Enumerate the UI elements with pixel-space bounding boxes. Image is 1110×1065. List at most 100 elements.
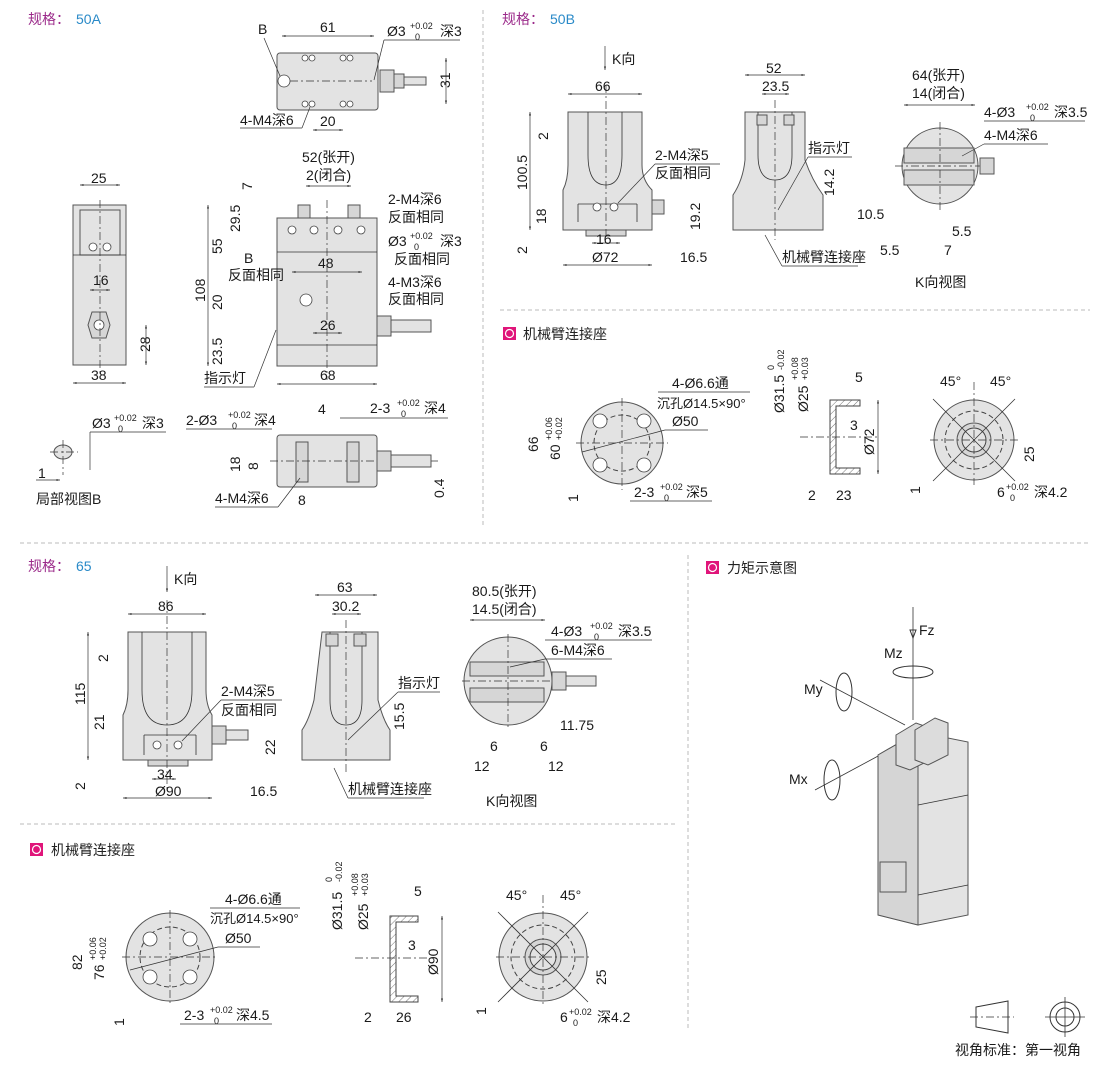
tol-upper: +0.02 <box>1026 102 1049 112</box>
slot-depth: 深4.5 <box>236 1007 270 1023</box>
dim-48: 48 <box>318 255 334 271</box>
50a-top-view: 61 Ø3 +0.02 0 深3 B 31 4-M4深6 20 <box>240 19 462 132</box>
tol-upper: +0.02 <box>660 482 683 492</box>
dim-66: 66 <box>525 436 541 452</box>
tol-lower: -0.02 <box>334 861 344 882</box>
50b-front-view: K向 66 2 100.5 18 2 2-M4深5 反面相同 19.2 16 Ø… <box>514 46 720 267</box>
dim-1: 1 <box>111 1018 127 1026</box>
dim-12: 12 <box>548 758 564 774</box>
dim-2: 2 <box>535 132 551 140</box>
tol-lower: 0 <box>414 242 419 252</box>
slot-depth: 深5 <box>686 484 708 500</box>
dim-6: 6 <box>490 738 498 754</box>
dim-phi72: Ø72 <box>592 249 619 265</box>
dim-1: 1 <box>565 494 581 502</box>
tol-upper: +0.02 <box>114 413 137 423</box>
dim-phi31-5: Ø31.5 <box>771 375 787 413</box>
same-reverse: 反面相同 <box>221 702 277 718</box>
spec-value: 50A <box>76 11 102 27</box>
dim-phi90: Ø90 <box>425 948 441 975</box>
spec-50a-header: 规格： 50A <box>28 11 102 28</box>
tol-upper: +0.06 <box>88 937 98 960</box>
tol-lower: 0 <box>594 632 599 642</box>
dim-phi72: Ø72 <box>861 428 877 455</box>
label-my: My <box>804 681 823 697</box>
hole-note: 4-Ø3 <box>984 104 1015 120</box>
50b-mount-rear: 45° 45° 25 1 6 +0.02 0 深4.2 <box>907 373 1068 503</box>
dim-66: 66 <box>595 78 611 94</box>
hole-depth: 深3.5 <box>618 623 652 639</box>
spec-value: 65 <box>76 558 92 574</box>
tol-lower: 0 <box>1030 113 1035 123</box>
dim-23-5: 23.5 <box>762 78 789 94</box>
tol-lower: +0.03 <box>360 873 370 896</box>
dim-22: 22 <box>262 739 278 755</box>
dim-18: 18 <box>533 208 549 224</box>
50a-detail-b: Ø3 +0.02 0 深3 1 局部视图B <box>36 413 166 507</box>
dim-2: 2 <box>95 654 111 662</box>
dim-38: 38 <box>91 367 107 383</box>
same-reverse: 反面相同 <box>388 209 444 225</box>
spec-label: 规格： <box>502 12 544 28</box>
counterbore: 沉孔Ø14.5×90° <box>210 911 299 926</box>
65-front-view: K向 86 2 115 21 2 2-M4深5 反面相同 22 34 Ø90 1… <box>72 566 282 800</box>
dim-23: 23 <box>836 487 852 503</box>
same-reverse: 反面相同 <box>388 291 444 307</box>
tol-upper: +0.02 <box>210 1005 233 1015</box>
50b-side-view: 52 23.5 指示灯 14.2 机械臂连接座 <box>732 60 866 267</box>
pin-dim: 6 <box>560 1009 568 1025</box>
mount-label: 机械臂连接座 <box>348 781 432 797</box>
tol-lower: +0.02 <box>554 417 564 440</box>
dim-phi25: Ø25 <box>355 903 371 930</box>
spec-label: 规格： <box>28 12 70 28</box>
hole-note: Ø3 <box>92 415 111 431</box>
dim-5: 5 <box>855 369 863 385</box>
tol-lower: 0 <box>118 424 123 434</box>
moment-diagram-title: 力矩示意图 <box>706 560 797 577</box>
65-k-view: 80.5(张开) 14.5(闭合) 4-Ø3 +0.02 0 深3.5 6-M4… <box>462 583 652 809</box>
section-title: 机械臂连接座 <box>523 326 607 343</box>
dim-phi25: Ø25 <box>795 385 811 412</box>
k-view-caption: K向视图 <box>915 274 966 290</box>
hole-phi3: Ø3 <box>388 233 407 249</box>
tol-lower: 0 <box>573 1018 578 1028</box>
tol-upper: +0.02 <box>397 398 420 408</box>
dim-phi90: Ø90 <box>155 783 182 799</box>
dim-2: 2 <box>364 1009 372 1025</box>
dim-12: 12 <box>474 758 490 774</box>
dim-1: 1 <box>38 465 46 481</box>
tol-lower: 0 <box>401 409 406 419</box>
closed-label: 14(闭合) <box>912 85 965 101</box>
dim-28: 28 <box>137 336 153 352</box>
dim-82: 82 <box>69 954 85 970</box>
tol-lower: 0 <box>1010 493 1015 503</box>
tap-note: 6-M4深6 <box>551 642 605 658</box>
dim-55: 55 <box>209 238 225 254</box>
tol-lower: 0 <box>214 1016 219 1026</box>
dim-34: 34 <box>157 766 173 782</box>
thru-holes: 4-Ø6.6通 <box>672 375 729 391</box>
spec-value: 50B <box>550 11 575 27</box>
hole-note: 4-Ø3 <box>551 623 582 639</box>
pin-depth: 深4.2 <box>1034 484 1068 500</box>
indicator-label: 指示灯 <box>398 675 440 691</box>
dim-29-5: 29.5 <box>227 205 243 232</box>
dim-25: 25 <box>91 170 107 186</box>
projection-label: 视角标准：第一视角 <box>955 1042 1081 1058</box>
angle-left: 45° <box>506 887 527 903</box>
marker-b: B <box>244 250 253 266</box>
marker-b: B <box>258 21 267 37</box>
k-view-caption: K向视图 <box>486 793 537 809</box>
tol-upper: +0.02 <box>228 410 251 420</box>
dim-phi50: Ø50 <box>672 413 699 429</box>
tap-note: 4-M4深6 <box>215 490 269 506</box>
tol-upper: +0.06 <box>544 417 554 440</box>
same-reverse: 反面相同 <box>394 251 450 267</box>
65-mount-title: 机械臂连接座 <box>30 842 135 859</box>
dim-23-5: 23.5 <box>209 338 225 365</box>
label-mx: Mx <box>789 771 808 787</box>
pin-depth: 深4 <box>254 412 276 428</box>
50a-bottom-view: 2-Ø3 +0.02 0 深4 4 2-3 +0.02 0 深4 18 8 4-… <box>186 398 448 508</box>
dim-16: 16 <box>596 231 612 247</box>
indicator-label: 指示灯 <box>808 140 850 156</box>
